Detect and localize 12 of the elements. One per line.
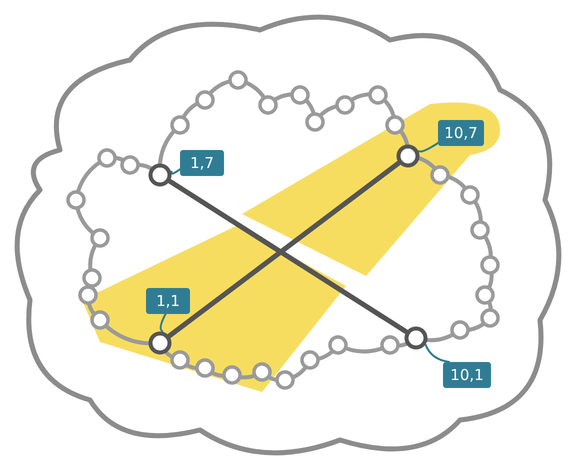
coordinate-label: 1,1 [146, 288, 190, 314]
coordinate-label: 10,1 [443, 362, 491, 388]
coordinate-label: 1,7 [180, 150, 224, 176]
leader-line [424, 344, 450, 363]
coordinate-label: 10,7 [438, 120, 484, 146]
leader-line [170, 168, 181, 175]
leader-line [418, 142, 439, 153]
vertex-circle [396, 144, 420, 168]
vertex-circle [148, 163, 172, 187]
vertex-circle [148, 331, 172, 355]
vertex-circle [404, 326, 428, 350]
leader-line [160, 313, 167, 332]
